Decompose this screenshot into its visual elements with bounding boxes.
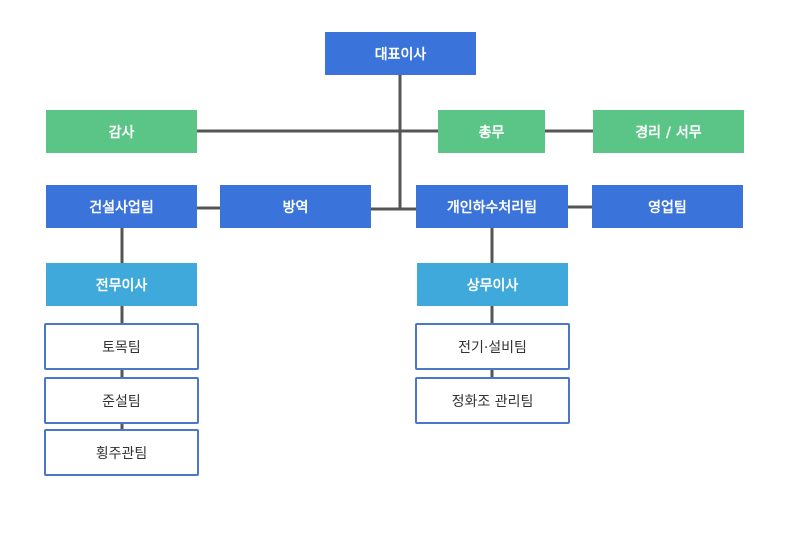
managing-director-left-box: 전무이사 [46, 263, 197, 306]
general-affairs-box: 총무 [438, 110, 545, 153]
completion-team-box: 준설팀 [44, 377, 199, 424]
quarantine-box: 방역 [220, 185, 371, 228]
construction-team-box: 건설사업팀 [46, 185, 197, 228]
sewer-team-box: 횡주관팀 [44, 429, 199, 476]
civil-team-box: 토목팀 [44, 323, 199, 370]
managing-director-right-box: 상무이사 [417, 263, 568, 306]
accounting-box: 경리 / 서무 [593, 110, 744, 153]
septic-team-box: 정화조 관리팀 [415, 377, 570, 424]
sewage-team-box: 개인하수처리팀 [416, 185, 568, 228]
audit-box: 감사 [46, 110, 197, 153]
electrical-team-box: 전기·설비팀 [415, 323, 570, 370]
ceo-box: 대표이사 [325, 32, 476, 75]
sales-team-box: 영업팀 [592, 185, 743, 228]
